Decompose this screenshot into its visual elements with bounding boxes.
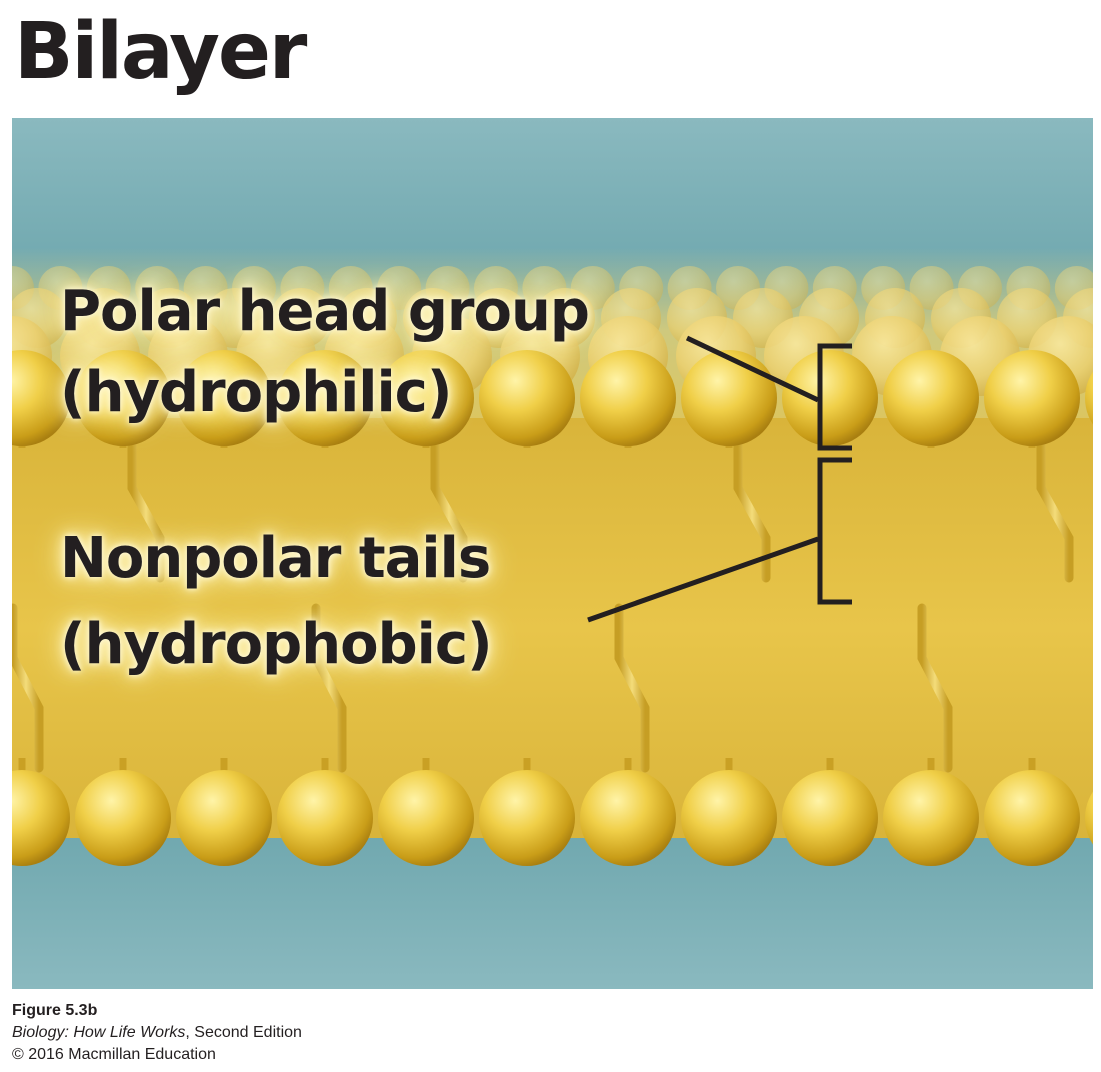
tail <box>614 603 650 773</box>
top-head <box>277 350 373 446</box>
top-head <box>378 350 474 446</box>
book-edition: , Second Edition <box>185 1024 302 1041</box>
top-head <box>782 350 878 446</box>
top-head <box>984 350 1080 446</box>
head-leader-line <box>685 335 820 403</box>
figure-number: Figure 5.3b <box>12 1002 98 1019</box>
bottom-head <box>12 770 70 866</box>
top-head <box>1085 371 1093 425</box>
tail-label-line1: Nonpolar tails <box>60 526 491 591</box>
tail <box>917 603 953 773</box>
head-label-line2: (hydrophilic) <box>60 360 452 425</box>
bottom-head <box>782 770 878 866</box>
top-head <box>12 350 70 446</box>
bottom-head-row <box>12 770 1093 866</box>
bottom-head <box>681 770 777 866</box>
bottom-head <box>883 770 979 866</box>
top-head <box>75 350 171 446</box>
top-head <box>681 350 777 446</box>
figure-title: Bilayer <box>14 7 307 97</box>
bottom-head <box>277 770 373 866</box>
head-label-line1: Polar head group <box>60 279 590 344</box>
top-head <box>883 350 979 446</box>
tail <box>127 433 165 583</box>
top-head <box>580 350 676 446</box>
tail <box>430 433 468 583</box>
tail-leader-line <box>587 536 819 623</box>
bottom-head <box>176 770 272 866</box>
top-head <box>176 350 272 446</box>
tail <box>12 603 44 773</box>
top-head <box>479 350 575 446</box>
tail <box>311 603 347 773</box>
bottom-head <box>1085 791 1093 845</box>
copyright-text: © 2016 Macmillan Education <box>12 1046 216 1063</box>
bottom-head <box>378 770 474 866</box>
bottom-head <box>580 770 676 866</box>
book-title: Biology: How Life Works <box>12 1024 186 1041</box>
head-bracket <box>817 343 852 451</box>
bilayer-svg <box>12 118 1093 989</box>
top-head-row <box>12 350 1093 446</box>
bottom-head <box>984 770 1080 866</box>
book-credit: Biology: How Life Works, Second Edition <box>12 1022 302 1044</box>
membrane-core <box>12 418 1093 838</box>
bilayer-illustration: Polar head group (hydrophilic) Nonpolar … <box>12 118 1093 989</box>
tail-label-line2: (hydrophobic) <box>60 612 493 677</box>
figure-caption: Figure 5.3b Biology: How Life Works, Sec… <box>12 1000 302 1066</box>
tail-bracket <box>817 457 852 605</box>
tail <box>1036 433 1074 583</box>
bottom-head <box>75 770 171 866</box>
bottom-head <box>479 770 575 866</box>
